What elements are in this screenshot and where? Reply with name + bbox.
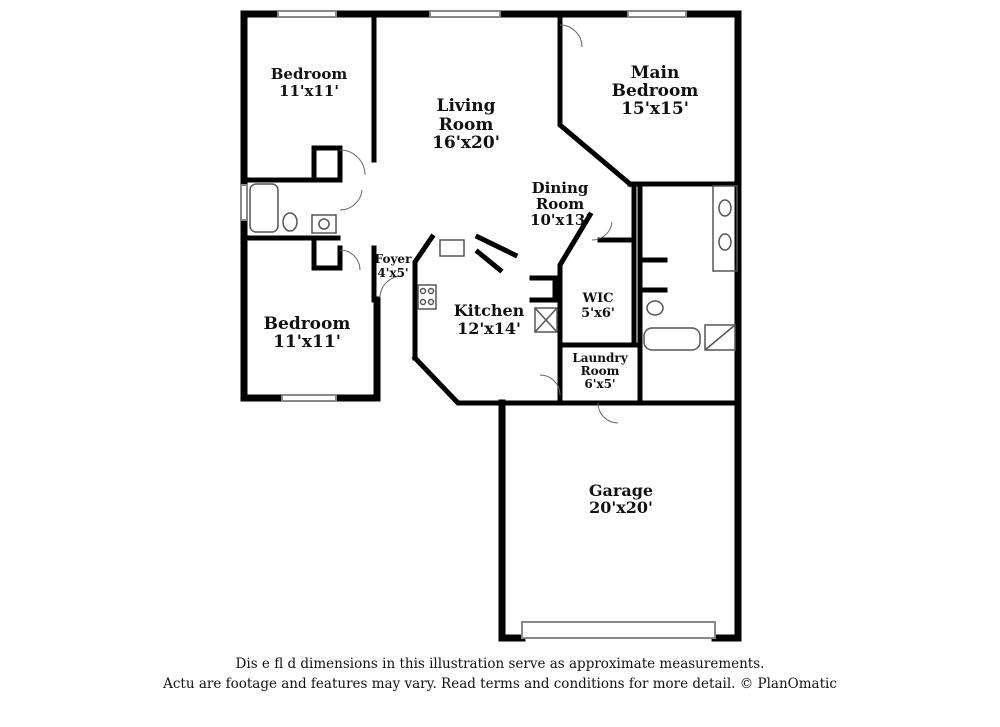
doors [339,24,619,424]
dining-room-size: 10'x13' [530,211,590,229]
disclaimer-line-2: Actu are footage and features may vary. … [163,676,837,692]
laundry-room-size: 6'x5' [584,377,615,391]
kitchen-name: Kitchen [454,301,525,320]
main-bedroom-size: 15'x15' [621,99,689,119]
kitchen-size: 12'x14' [457,319,521,338]
interior-walls [241,17,741,406]
windows [240,10,716,639]
foyer-size: 4'x5' [377,266,408,280]
wic-size: 5'x6' [581,306,615,321]
bedroom-bottom-name: Bedroom [264,314,351,334]
main-bedroom-name-1: Main [631,63,680,83]
bedroom-bottom-size: 11'x11' [273,332,341,352]
bedroom-top-name: Bedroom [271,65,348,83]
garage-size: 20'x20' [589,498,653,517]
laundry-room-name-2: Room [581,364,620,378]
dining-room-name-1: Dining [532,179,589,197]
dining-room-name-2: Room [536,195,584,213]
living-room-size: 16'x20' [432,133,500,153]
main-bedroom-name-2: Bedroom [612,81,699,101]
living-room-name-1: Living [437,96,496,116]
garage-name: Garage [589,481,653,500]
wic-name: WIC [581,291,613,306]
disclaimer-line-1: Dis e fl d dimensions in this illustrati… [235,656,765,672]
bedroom-top-size: 11'x11' [279,82,339,100]
laundry-room-name-1: Laundry [572,351,628,365]
living-room-name-2: Room [439,115,494,135]
fixtures [249,183,738,351]
foyer-name: Foyer [375,252,412,266]
exterior-walls [240,10,742,642]
